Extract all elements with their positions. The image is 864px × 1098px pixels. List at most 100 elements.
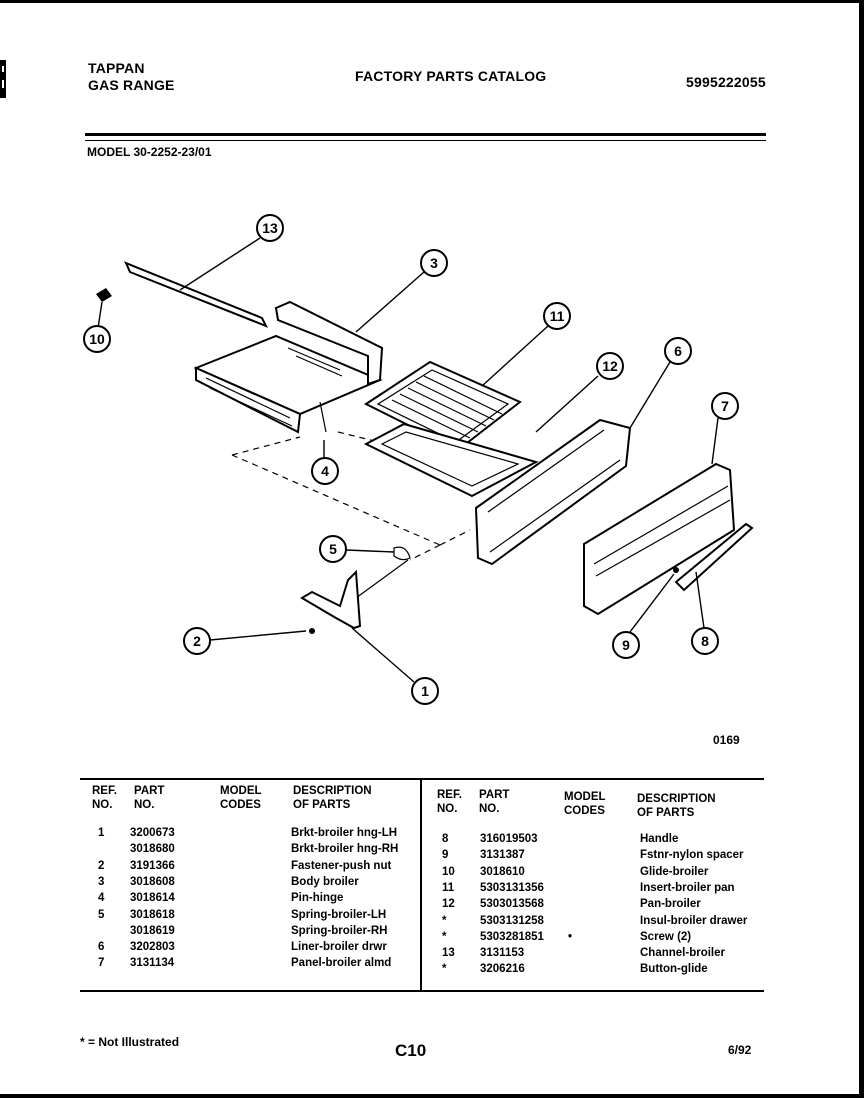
- callout-4: 4: [311, 457, 339, 485]
- callout-3: 3: [420, 249, 448, 277]
- cell-ref: 12: [442, 898, 455, 911]
- not-illustrated-note: * = Not Illustrated: [80, 1035, 180, 1049]
- cell-part: 3018619: [130, 924, 175, 937]
- cell-part: 3018610: [480, 865, 525, 878]
- cell-ref: 1: [98, 827, 105, 839]
- cell-desc: Brkt-broiler hng-LH: [291, 827, 398, 839]
- cell-part: 5303131356: [480, 881, 544, 894]
- callout-11: 11: [543, 302, 571, 330]
- cell-desc: Screw (2): [640, 930, 692, 943]
- cell-desc: Pan-broiler: [640, 898, 701, 911]
- header-desc-right: DESCRIPTION OF PARTS: [637, 793, 716, 819]
- part-pan-broiler: [363, 422, 539, 498]
- cell-part: 3018680: [130, 843, 175, 856]
- callout-13: 13: [256, 214, 284, 242]
- cell-part: 3202803: [130, 941, 175, 954]
- part-body-broiler: [193, 300, 384, 434]
- cell-ref: 3: [98, 875, 105, 888]
- callout-5-label: 5: [329, 541, 337, 557]
- part-panel-broiler: [583, 462, 736, 616]
- callout-12-label: 12: [602, 358, 618, 374]
- callout-6-label: 6: [674, 343, 682, 359]
- diagram-code: 0169: [713, 733, 740, 747]
- callout-10: 10: [83, 325, 111, 353]
- cell-part: 3206216: [480, 963, 525, 976]
- table-column-divider: [420, 780, 422, 990]
- callout-2-label: 2: [193, 633, 201, 649]
- cell-desc: Pin-hinge: [291, 892, 344, 905]
- cell-desc: Insul-broiler drawer: [640, 914, 748, 927]
- revision-date: 6/92: [728, 1043, 752, 1057]
- parts-table: REF. NO. PART NO. MODEL CODES DESCRIPTIO…: [80, 778, 764, 992]
- cell-part: 3018608: [130, 875, 175, 888]
- cell-part: 3131134: [130, 957, 175, 970]
- cell-desc: Spring-broiler-RH: [291, 924, 388, 937]
- callout-9: 9: [612, 631, 640, 659]
- part-glide-broiler: [96, 288, 112, 302]
- callout-4-label: 4: [321, 463, 329, 479]
- header-ref-left: REF. NO.: [92, 785, 117, 811]
- cell-part: 3200673: [130, 827, 175, 839]
- header-model-left: MODEL CODES: [220, 785, 262, 811]
- part-handle: [674, 522, 754, 592]
- callout-1: 1: [411, 677, 439, 705]
- catalog-number: 5995222055: [686, 74, 766, 90]
- header-rule-thick: [85, 133, 766, 136]
- cell-ref: 7: [98, 957, 105, 970]
- cell-part: 3018614: [130, 892, 175, 905]
- margin-scan-mark: [0, 60, 8, 100]
- cell-desc: Handle: [640, 833, 679, 845]
- cell-part: 5303013568: [480, 898, 544, 911]
- callout-10-label: 10: [89, 331, 105, 347]
- product-name: GAS RANGE: [88, 77, 175, 93]
- header-rule-thin: [85, 140, 766, 141]
- dashed-outline: [231, 431, 471, 561]
- part-fastener-push-nut: [309, 628, 315, 634]
- callout-5: 5: [319, 535, 347, 563]
- cell-ref: *: [442, 914, 447, 927]
- callout-6: 6: [664, 337, 692, 365]
- callout-2: 2: [183, 627, 211, 655]
- cell-desc: Channel-broiler: [640, 947, 725, 960]
- part-bracket-broiler-hinge: [300, 569, 362, 630]
- part-liner-broiler-drawer: [474, 418, 632, 566]
- callout-7: 7: [711, 392, 739, 420]
- header-model-right: MODEL CODES: [564, 791, 606, 817]
- cell-part: 316019503: [480, 833, 538, 845]
- callout-11-label: 11: [550, 308, 565, 324]
- cell-part: 3191366: [130, 859, 175, 872]
- callout-7-label: 7: [721, 398, 729, 414]
- header-brand-block: TAPPAN GAS RANGE: [88, 60, 175, 94]
- part-spring-broiler: [355, 546, 411, 599]
- cell-desc: Glide-broiler: [640, 865, 709, 878]
- callout-8: 8: [691, 627, 719, 655]
- cell-ref: 4: [98, 892, 105, 905]
- callout-12: 12: [596, 352, 624, 380]
- cell-part: 5303281851: [480, 930, 544, 943]
- callout-8-label: 8: [701, 633, 709, 649]
- cell-ref: *: [442, 963, 447, 976]
- part-nylon-spacer: [673, 567, 679, 573]
- cell-ref: *: [442, 930, 447, 943]
- brand-name: TAPPAN: [88, 60, 145, 76]
- header-part-left: PART NO.: [134, 785, 165, 811]
- cell-desc: Brkt-broiler hng-RH: [291, 843, 399, 856]
- cell-desc: Body broiler: [291, 875, 359, 888]
- callout-13-label: 13: [262, 220, 278, 236]
- cell-ref: 9: [442, 849, 449, 862]
- cell-model: •: [568, 930, 573, 943]
- callout-3-label: 3: [430, 255, 438, 271]
- cell-part: 5303131258: [480, 914, 544, 927]
- callout-1-label: 1: [421, 683, 429, 699]
- cell-ref: 13: [442, 947, 455, 960]
- cell-ref: 10: [442, 865, 455, 878]
- cell-desc: Liner-broiler drwr: [291, 941, 387, 954]
- cell-desc: Fastener-push nut: [291, 859, 392, 872]
- cell-part: 3131153: [480, 947, 525, 960]
- cell-desc: Button-glide: [640, 963, 708, 976]
- part-channel-broiler: [124, 261, 269, 328]
- cell-desc: Fstnr-nylon spacer: [640, 849, 744, 862]
- cell-ref: 11: [442, 881, 455, 894]
- catalog-title: FACTORY PARTS CATALOG: [355, 68, 547, 84]
